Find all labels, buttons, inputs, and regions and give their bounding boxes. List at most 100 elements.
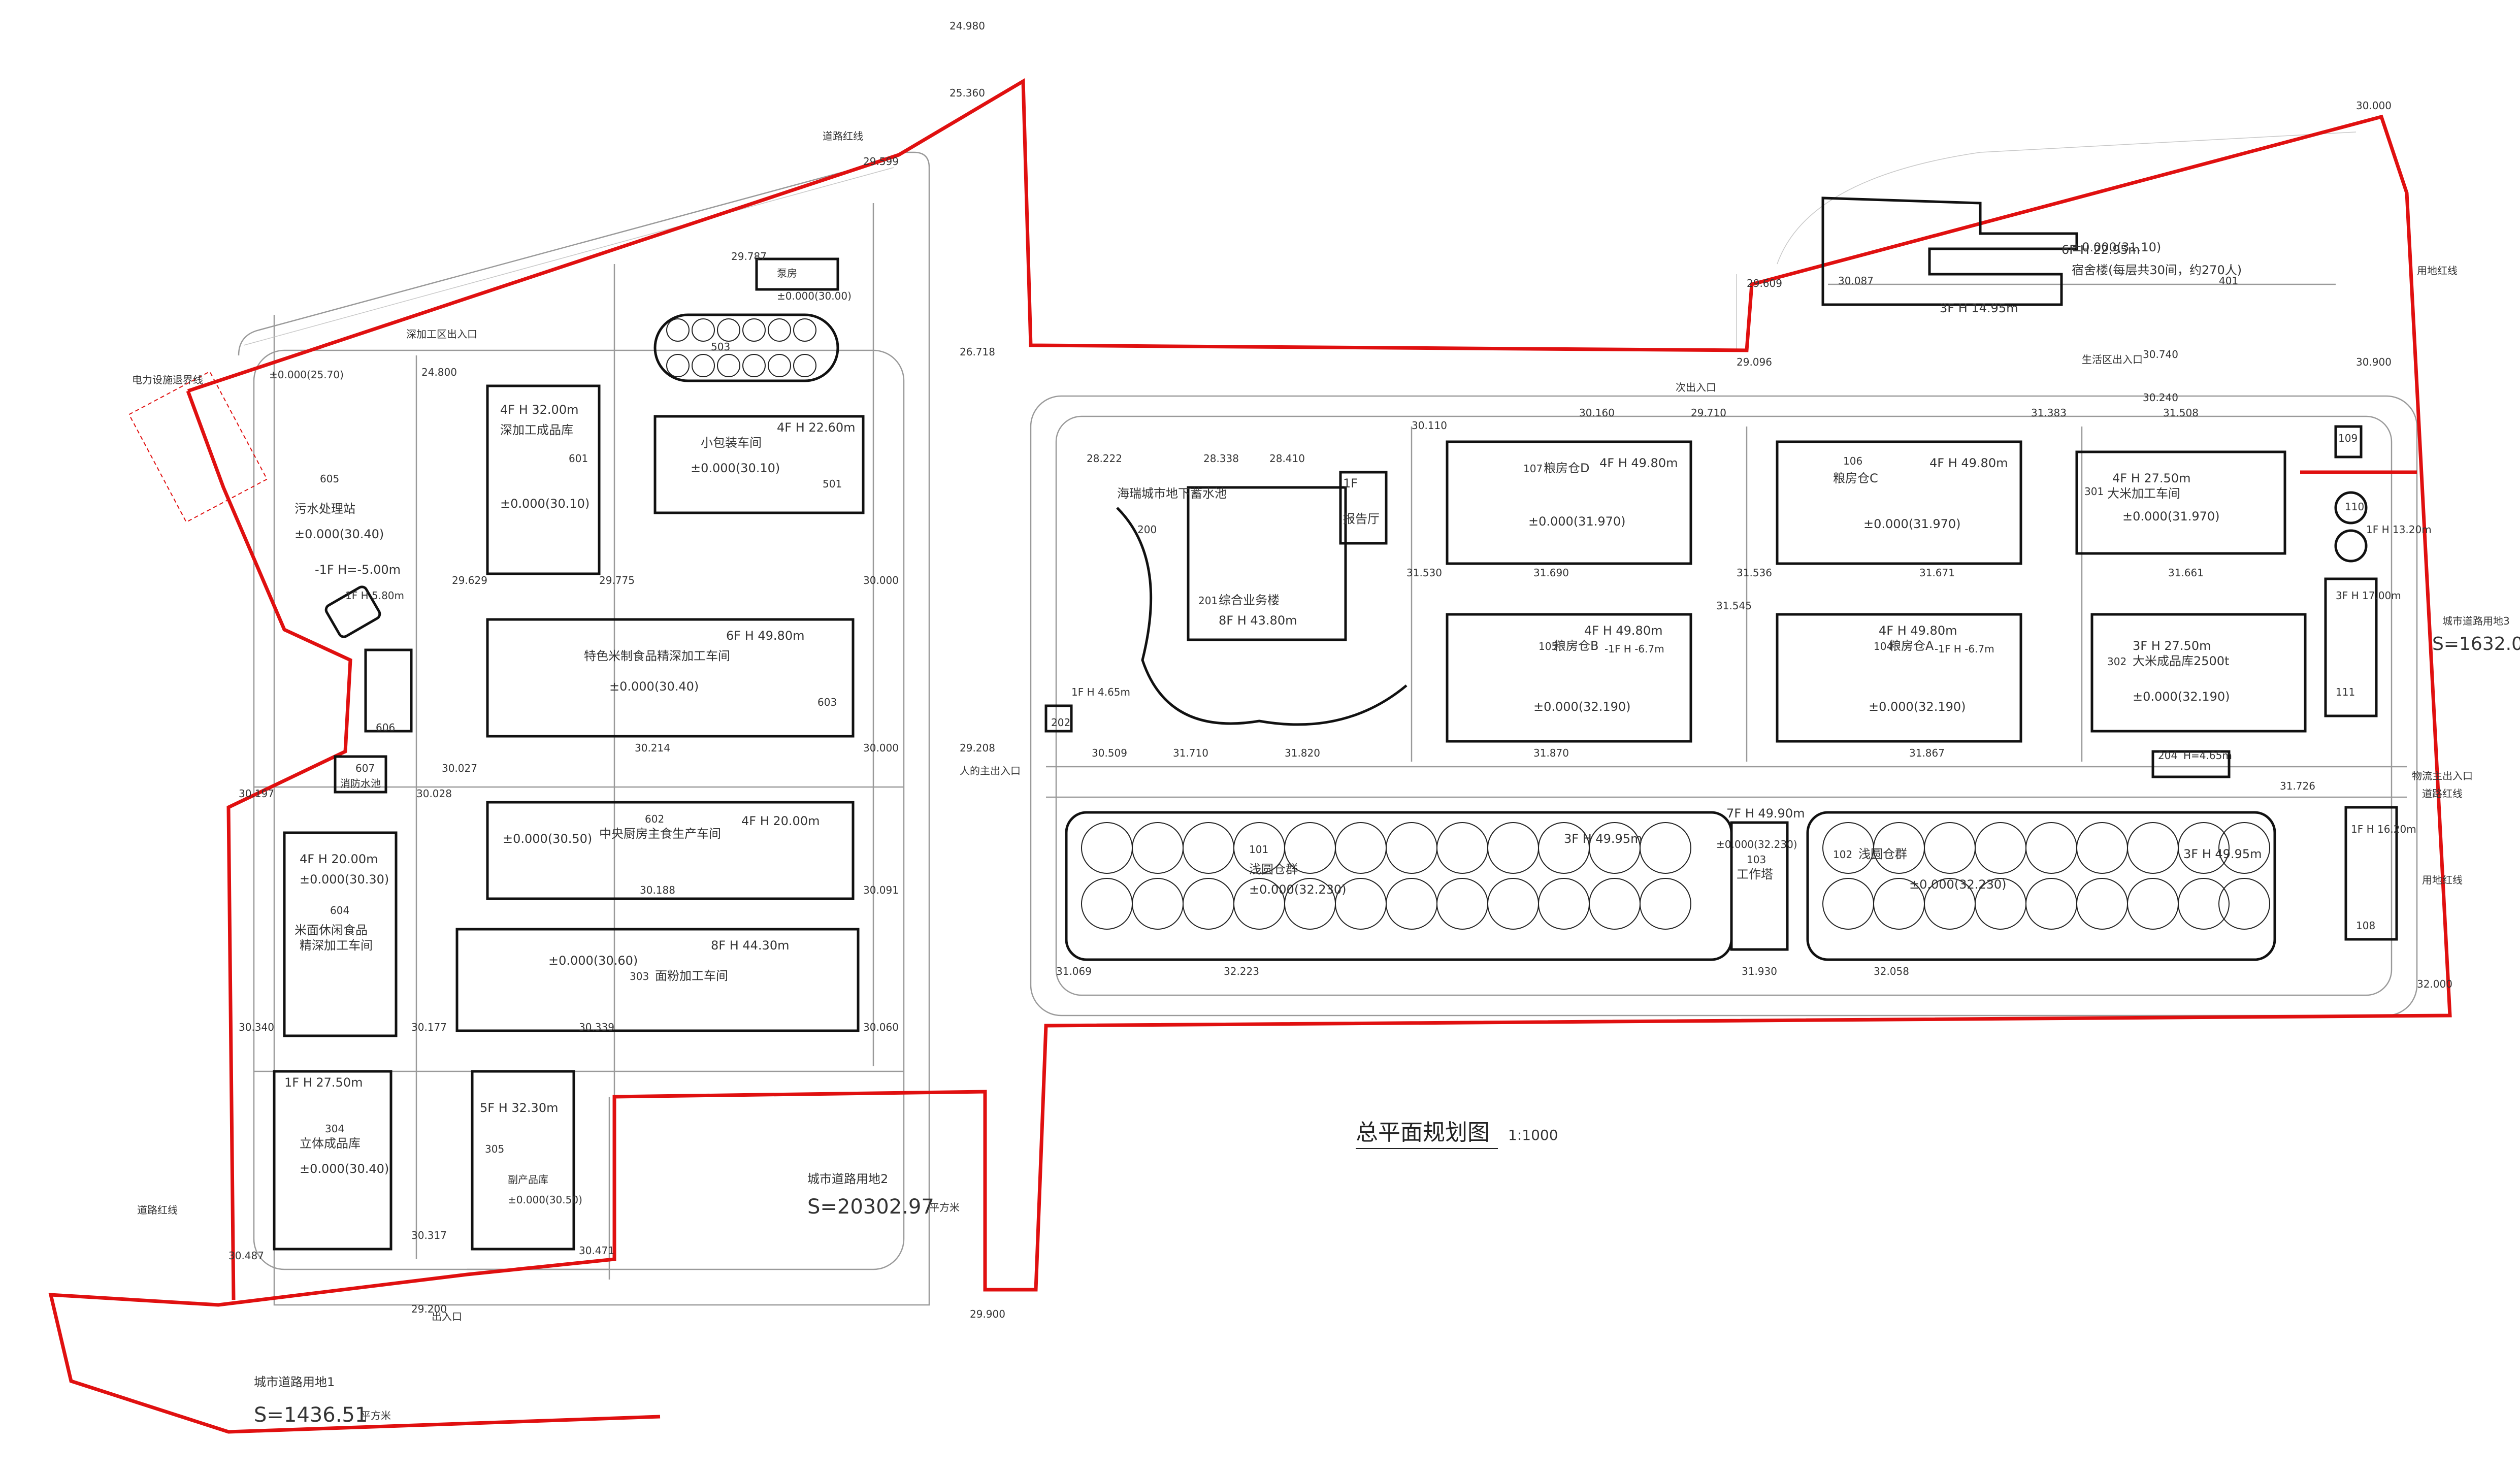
label-103-id: 103 [1747, 854, 1766, 866]
elev-label: 31.383 [2031, 407, 2067, 419]
elev-label: 31.536 [1737, 567, 1772, 579]
building-202 [1044, 704, 1073, 733]
label-601-floors: 4F H 32.00m [500, 403, 578, 417]
label-105-floors: 4F H 49.80m [1584, 624, 1662, 638]
label-202-floors: 1F H 4.65m [1071, 686, 1130, 698]
label-107-id: 107 [1523, 463, 1543, 475]
elev-label: 30.110 [1412, 419, 1447, 432]
label-607-name: 消防水池 [340, 777, 381, 790]
elev-label: ±0.000(25.70) [269, 369, 344, 381]
elev-label: 29.629 [452, 574, 487, 586]
label-607-id: 607 [355, 762, 375, 774]
elev-label: 30.160 [1579, 407, 1615, 419]
elev-label: 24.980 [950, 20, 985, 32]
label-602-name: 中央厨房主食生产车间 [599, 827, 721, 841]
elev-label: 30.087 [1838, 275, 1874, 287]
elev-label: 24.800 [421, 366, 457, 378]
label-301-floors: 4F H 27.50m [2112, 471, 2190, 485]
elev-label: 31.671 [1919, 567, 1955, 579]
label-101-id: 101 [1249, 843, 1268, 856]
label-hall-floors: 1F [1343, 476, 1358, 490]
label-605-name: 污水处理站 [294, 502, 355, 516]
label-107-floors: 4F H 49.80m [1599, 456, 1678, 470]
drawing-scale: 1:1000 [1508, 1127, 1558, 1143]
elev-label: 25.360 [950, 87, 985, 99]
label-road-red-line-e: 道路红线 [2422, 788, 2463, 800]
label-502-elev: ±0.000(30.00) [777, 290, 852, 302]
label-601-elev: ±0.000(30.10) [500, 497, 590, 511]
label-303-floors: 8F H 44.30m [711, 938, 789, 953]
elev-label: 31.710 [1173, 747, 1208, 759]
label-deep-proc-gate: 深加工区出入口 [406, 328, 477, 340]
label-108-floors: 1F H 16.20m [2351, 823, 2416, 835]
label-201-id: 201 [1198, 595, 1218, 607]
elev-label: 28.410 [1269, 452, 1305, 465]
spot-elevations: 24.980 25.360 29.599 26.718 30.000 29.09… [228, 20, 2452, 1320]
building-605b [324, 585, 381, 638]
label-200-name: 海瑞城市地下蓄水池 [1117, 486, 1227, 501]
elev-label: 26.718 [960, 346, 995, 358]
elev-label: 29.599 [863, 155, 899, 168]
label-104-id: 104 [1874, 640, 1893, 652]
silos-102 [1806, 811, 2276, 961]
building-607 [334, 755, 387, 794]
elev-label: 31.661 [2168, 567, 2204, 579]
building-501 [653, 415, 865, 514]
label-303-elev: ±0.000(30.60) [548, 954, 638, 968]
label-305-elev: ±0.000(30.50) [508, 1194, 582, 1206]
tank-row-503 [666, 318, 816, 377]
label-401-name: 宿舍楼(每层共30间，约270人) [2072, 263, 2242, 277]
label-road2-area: S=20302.97 [807, 1195, 934, 1219]
elev-label: 30.214 [635, 742, 670, 754]
label-105-elev: ±0.000(32.190) [1533, 700, 1631, 714]
elev-label: 32.058 [1874, 965, 1909, 977]
elev-label: 30.028 [416, 788, 452, 800]
label-301-elev: ±0.000(31.970) [2122, 509, 2220, 523]
road-use-areas: 城市道路用地1 S=1436.51 平方米 城市道路用地2 S=20302.97… [254, 615, 2520, 1427]
elev-label: 31.870 [1533, 747, 1569, 759]
elev-label: 30.487 [228, 1250, 264, 1262]
label-501-name: 小包装车间 [701, 436, 762, 450]
elev-label: 30.000 [863, 574, 899, 586]
label-106-id: 106 [1843, 455, 1862, 467]
building-105 [1446, 613, 1692, 743]
landscape-path [1116, 507, 1408, 726]
label-401-annex: 3F H 14.95m [1940, 301, 2018, 315]
label-110-id: 110 [2345, 501, 2364, 513]
property-boundary [48, 78, 2452, 1434]
building-603 [486, 618, 855, 738]
label-105-name: 粮房仓B [1554, 639, 1598, 653]
building-108 [2344, 806, 2398, 941]
labels-west: 4F H 32.00m 深加工成品库 ±0.000(30.10) 601 4F … [284, 267, 855, 1206]
silos-101 [1065, 811, 1733, 961]
label-106-floors: 4F H 49.80m [1929, 456, 2008, 470]
label-302-name: 大米成品库2500t [2133, 654, 2230, 668]
label-106-elev: ±0.000(31.970) [1863, 517, 1961, 531]
elev-label: 29.200 [411, 1303, 447, 1315]
elev-label: 31.530 [1406, 567, 1442, 579]
tank-110b [2334, 529, 2368, 563]
elev-label: 29.775 [599, 574, 635, 586]
building-604 [283, 831, 398, 1037]
label-601-name: 深加工成品库 [500, 423, 573, 437]
elev-label: 30.740 [2143, 348, 2178, 361]
label-104-basement: -1F H -6.7m [1935, 643, 1994, 655]
label-304-name: 立体成品库 [300, 1136, 361, 1151]
drawing-title-block: 总平面规划图 1:1000 [1356, 1120, 1558, 1149]
label-602-id: 602 [645, 813, 664, 825]
label-110-floors: 1F H 13.20m [2366, 523, 2432, 536]
label-503-id: 503 [711, 341, 730, 353]
label-111-id: 111 [2336, 686, 2355, 698]
power-setback-zone [128, 371, 268, 523]
label-105-basement: -1F H -6.7m [1605, 643, 1664, 655]
label-305-name: 副产品库 [508, 1173, 548, 1186]
elev-label: 30.091 [863, 884, 899, 896]
elev-label: 31.930 [1742, 965, 1777, 977]
label-604-elev: ±0.000(30.30) [300, 872, 389, 887]
label-301-id: 301 [2084, 485, 2104, 498]
label-104-name: 粮房仓A [1889, 639, 1934, 653]
label-secondary-gate: 次出入口 [1676, 381, 1716, 394]
elev-label: 30.471 [579, 1244, 614, 1257]
label-605b-floors: 1F H 5.80m [345, 589, 404, 602]
